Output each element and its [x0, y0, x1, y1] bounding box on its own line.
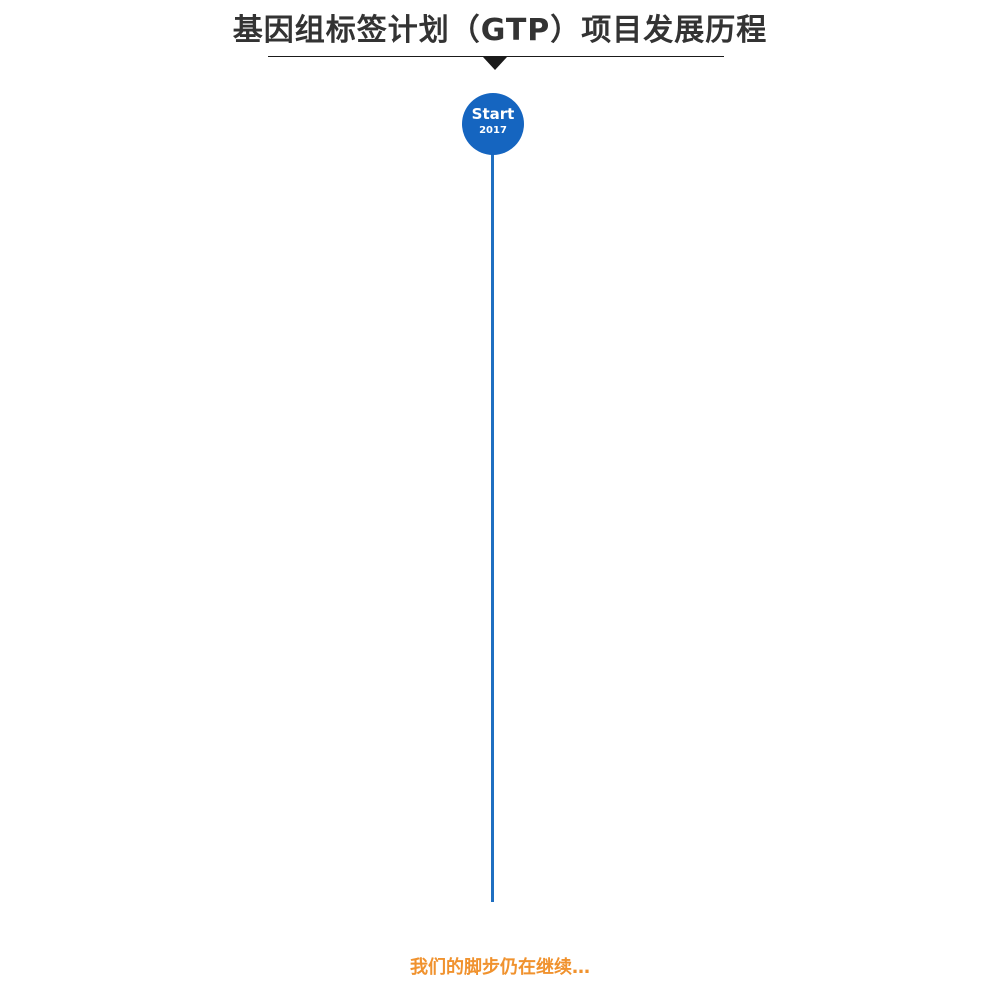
timeline-line — [491, 140, 494, 902]
title-underline — [268, 56, 724, 57]
title-pointer-triangle — [483, 57, 507, 70]
start-label: Start — [471, 105, 515, 123]
start-year: 2017 — [479, 125, 507, 136]
timeline-start-node: Start 2017 — [462, 93, 524, 155]
page-title: 基因组标签计划（GTP）项目发展历程 — [232, 13, 768, 48]
footer-text: 我们的脚步仍在继续… — [410, 957, 590, 978]
